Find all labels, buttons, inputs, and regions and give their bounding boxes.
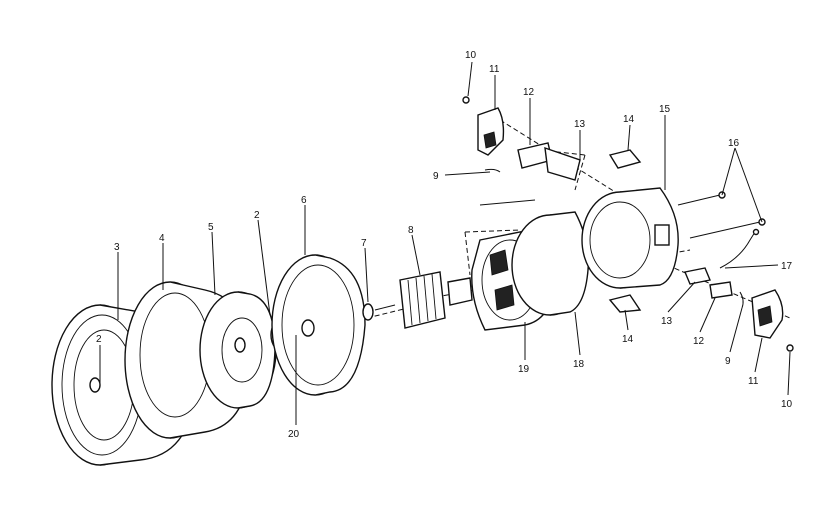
part-8-armature xyxy=(374,271,491,329)
callout-9-top: 9 xyxy=(433,171,439,182)
part-5-fan xyxy=(199,291,277,409)
part-15-motor-housing xyxy=(581,187,679,289)
callout-14-top: 14 xyxy=(623,114,635,125)
callout-10-top: 10 xyxy=(465,50,477,61)
callout-4: 4 xyxy=(159,233,165,244)
callout-12-right: 12 xyxy=(693,336,705,347)
callout-11-right: 11 xyxy=(748,376,759,387)
part-17-lead-wire xyxy=(719,228,760,269)
callout-labels: 3 4 5 2 2 6 7 8 20 19 18 10 11 12 13 14 … xyxy=(96,50,793,440)
callout-15: 15 xyxy=(659,104,671,115)
callout-17: 17 xyxy=(781,261,793,272)
callout-3: 3 xyxy=(114,242,120,253)
callout-2-cover: 2 xyxy=(96,334,102,345)
callout-leaders xyxy=(99,61,791,425)
callout-13-right: 13 xyxy=(661,316,673,327)
callout-8: 8 xyxy=(408,225,414,236)
callout-2-washer: 2 xyxy=(254,210,260,221)
callout-14-right: 14 xyxy=(622,334,634,345)
callout-13-top: 13 xyxy=(574,119,586,130)
callout-5: 5 xyxy=(208,222,214,233)
callout-6: 6 xyxy=(301,195,307,206)
callout-11-top: 11 xyxy=(489,64,500,75)
callout-10-right: 10 xyxy=(781,399,793,410)
callout-12-top: 12 xyxy=(523,87,535,98)
callout-7: 7 xyxy=(361,238,367,249)
part-18-housing-band xyxy=(511,211,589,316)
part-6-end-plate xyxy=(271,254,366,396)
part-16-through-bolts xyxy=(677,191,766,239)
callout-16: 16 xyxy=(728,138,740,149)
callout-9-right: 9 xyxy=(725,356,731,367)
top-brush-assembly xyxy=(462,96,581,206)
part-14-clips xyxy=(608,149,642,313)
part-7-spacer xyxy=(362,303,374,321)
callout-19: 19 xyxy=(518,364,530,375)
callout-20: 20 xyxy=(288,429,300,440)
right-brush-assembly xyxy=(684,267,794,352)
callout-18: 18 xyxy=(573,359,585,370)
